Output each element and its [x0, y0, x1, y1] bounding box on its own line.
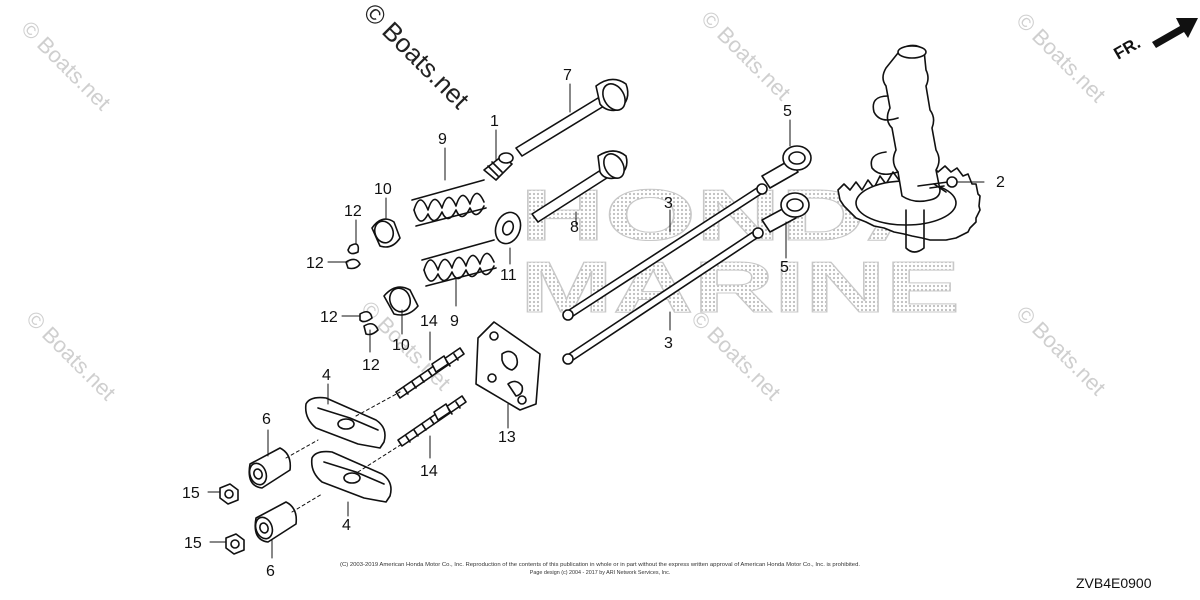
callout-6-lower: 6	[266, 563, 275, 580]
watermark-text: © Boats.net	[16, 16, 115, 115]
callout-12-b: 12	[306, 255, 324, 272]
valve-spring-upper	[411, 179, 487, 227]
callout-15-lower: 15	[184, 535, 202, 552]
callout-7: 7	[563, 67, 572, 84]
watermark-text: © Boats.net	[21, 306, 120, 405]
callout-11: 11	[500, 267, 517, 284]
rocker-pivot-lower	[254, 501, 298, 543]
callout-12-a: 12	[344, 203, 362, 220]
push-rod-upper	[562, 183, 768, 321]
valve-cotters-upper	[345, 243, 361, 270]
callout-4-upper: 4	[322, 367, 331, 384]
callout-1: 1	[490, 113, 499, 130]
callout-12-c: 12	[320, 309, 338, 326]
washer-11	[494, 211, 522, 245]
watermark-text: © Boats.net	[1011, 301, 1110, 400]
tappet-upper	[761, 145, 812, 189]
push-rod-lower	[562, 227, 764, 365]
callout-5-lower: 5	[780, 259, 789, 276]
callout-15-upper: 15	[182, 485, 200, 502]
valve-7	[515, 78, 629, 157]
arrow-icon	[1152, 18, 1198, 48]
front-direction-arrow: FR.	[1111, 18, 1198, 63]
callout-10-upper: 10	[374, 181, 392, 198]
push-rod-guide-plate	[475, 321, 541, 411]
valve-spring-lower	[421, 239, 497, 287]
lock-nut-upper	[219, 483, 239, 505]
watermark-main: © Boats.net	[358, 0, 476, 115]
rocker-arm-stud-lower	[397, 395, 467, 447]
lock-nut-lower	[225, 533, 245, 555]
callout-8: 8	[570, 219, 579, 236]
callout-5-upper: 5	[783, 103, 792, 120]
callout-4-lower: 4	[342, 517, 351, 534]
copyright-line-1: (C) 2003-2019 American Honda Motor Co., …	[340, 562, 860, 568]
callout-13: 13	[498, 429, 516, 446]
diagram-code: ZVB4E0900	[1076, 575, 1152, 591]
rocker-pivot-upper	[248, 447, 292, 489]
rocker-arm-lower	[310, 450, 392, 503]
callout-12-d: 12	[362, 357, 380, 374]
callout-3-lower: 3	[664, 335, 673, 352]
tappet-lower	[761, 192, 810, 233]
callout-2: 2	[996, 174, 1005, 191]
rocker-arm-upper	[304, 396, 386, 449]
direction-label: FR.	[1111, 33, 1144, 63]
valve-cotters-lower	[359, 310, 379, 336]
watermark-text: © Boats.net	[696, 6, 795, 105]
callout-6-upper: 6	[262, 411, 271, 428]
brand-line-2: MARINE	[520, 248, 960, 328]
copyright-line-2: Page design (c) 2004 - 2017 by ARI Netwo…	[530, 570, 671, 576]
callout-9-upper: 9	[438, 131, 447, 148]
callout-10-lower: 10	[392, 337, 410, 354]
callout-14-lower: 14	[420, 463, 438, 480]
valve-stem-seal	[483, 152, 514, 181]
callout-9-lower: 9	[450, 313, 459, 330]
spring-retainer-upper	[371, 218, 401, 248]
callout-3-upper: 3	[664, 195, 673, 212]
rocker-arm-stud-upper	[395, 347, 465, 399]
watermark-text: © Boats.net	[1011, 8, 1110, 107]
spring-retainer-lower	[383, 286, 419, 316]
camshaft	[837, 44, 981, 253]
valve-8	[531, 150, 628, 223]
callout-14-upper: 14	[420, 313, 438, 330]
